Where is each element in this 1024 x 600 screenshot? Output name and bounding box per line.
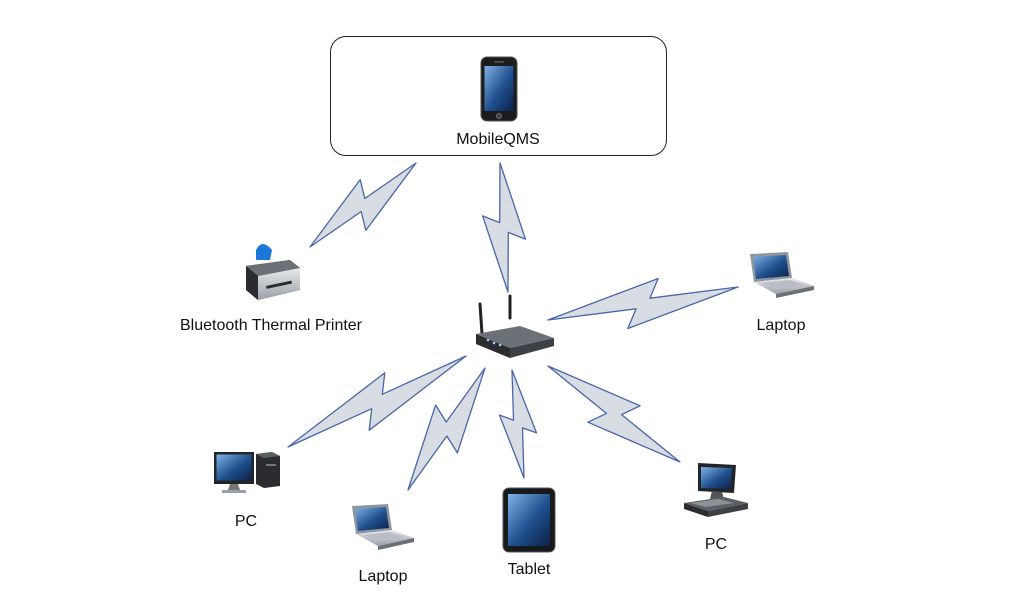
wireless-link-router-tablet [498,369,538,479]
wireless-link-router-laptop-bottom [407,367,486,491]
wireless-link-router-pc-left [287,355,467,448]
wireless-router-icon [476,294,554,358]
mobileqms-label: MobileQMS [456,131,540,148]
laptop-right-label: Laptop [756,317,806,334]
laptop-bottom-label: Laptop [358,568,408,585]
tablet-icon [502,487,556,553]
wireless-link-router-pc-right [547,365,681,463]
laptop-icon [750,252,814,298]
pc-right-label: PC [704,536,728,553]
printer-icon [246,244,300,300]
wireless-link-hub-printer [309,162,417,248]
printer-label: Bluetooth Thermal Printer [179,317,363,334]
wireless-link-router-laptop-right [547,277,739,330]
smartphone-icon [480,56,518,122]
wireless-link-hub-router [481,162,527,293]
pc-left-label: PC [234,513,258,530]
desktop-pc-icon [214,452,280,493]
pos-terminal-icon [684,463,748,517]
wireless-links [287,162,739,491]
laptop-icon [352,504,414,550]
tablet-label: Tablet [507,561,551,578]
